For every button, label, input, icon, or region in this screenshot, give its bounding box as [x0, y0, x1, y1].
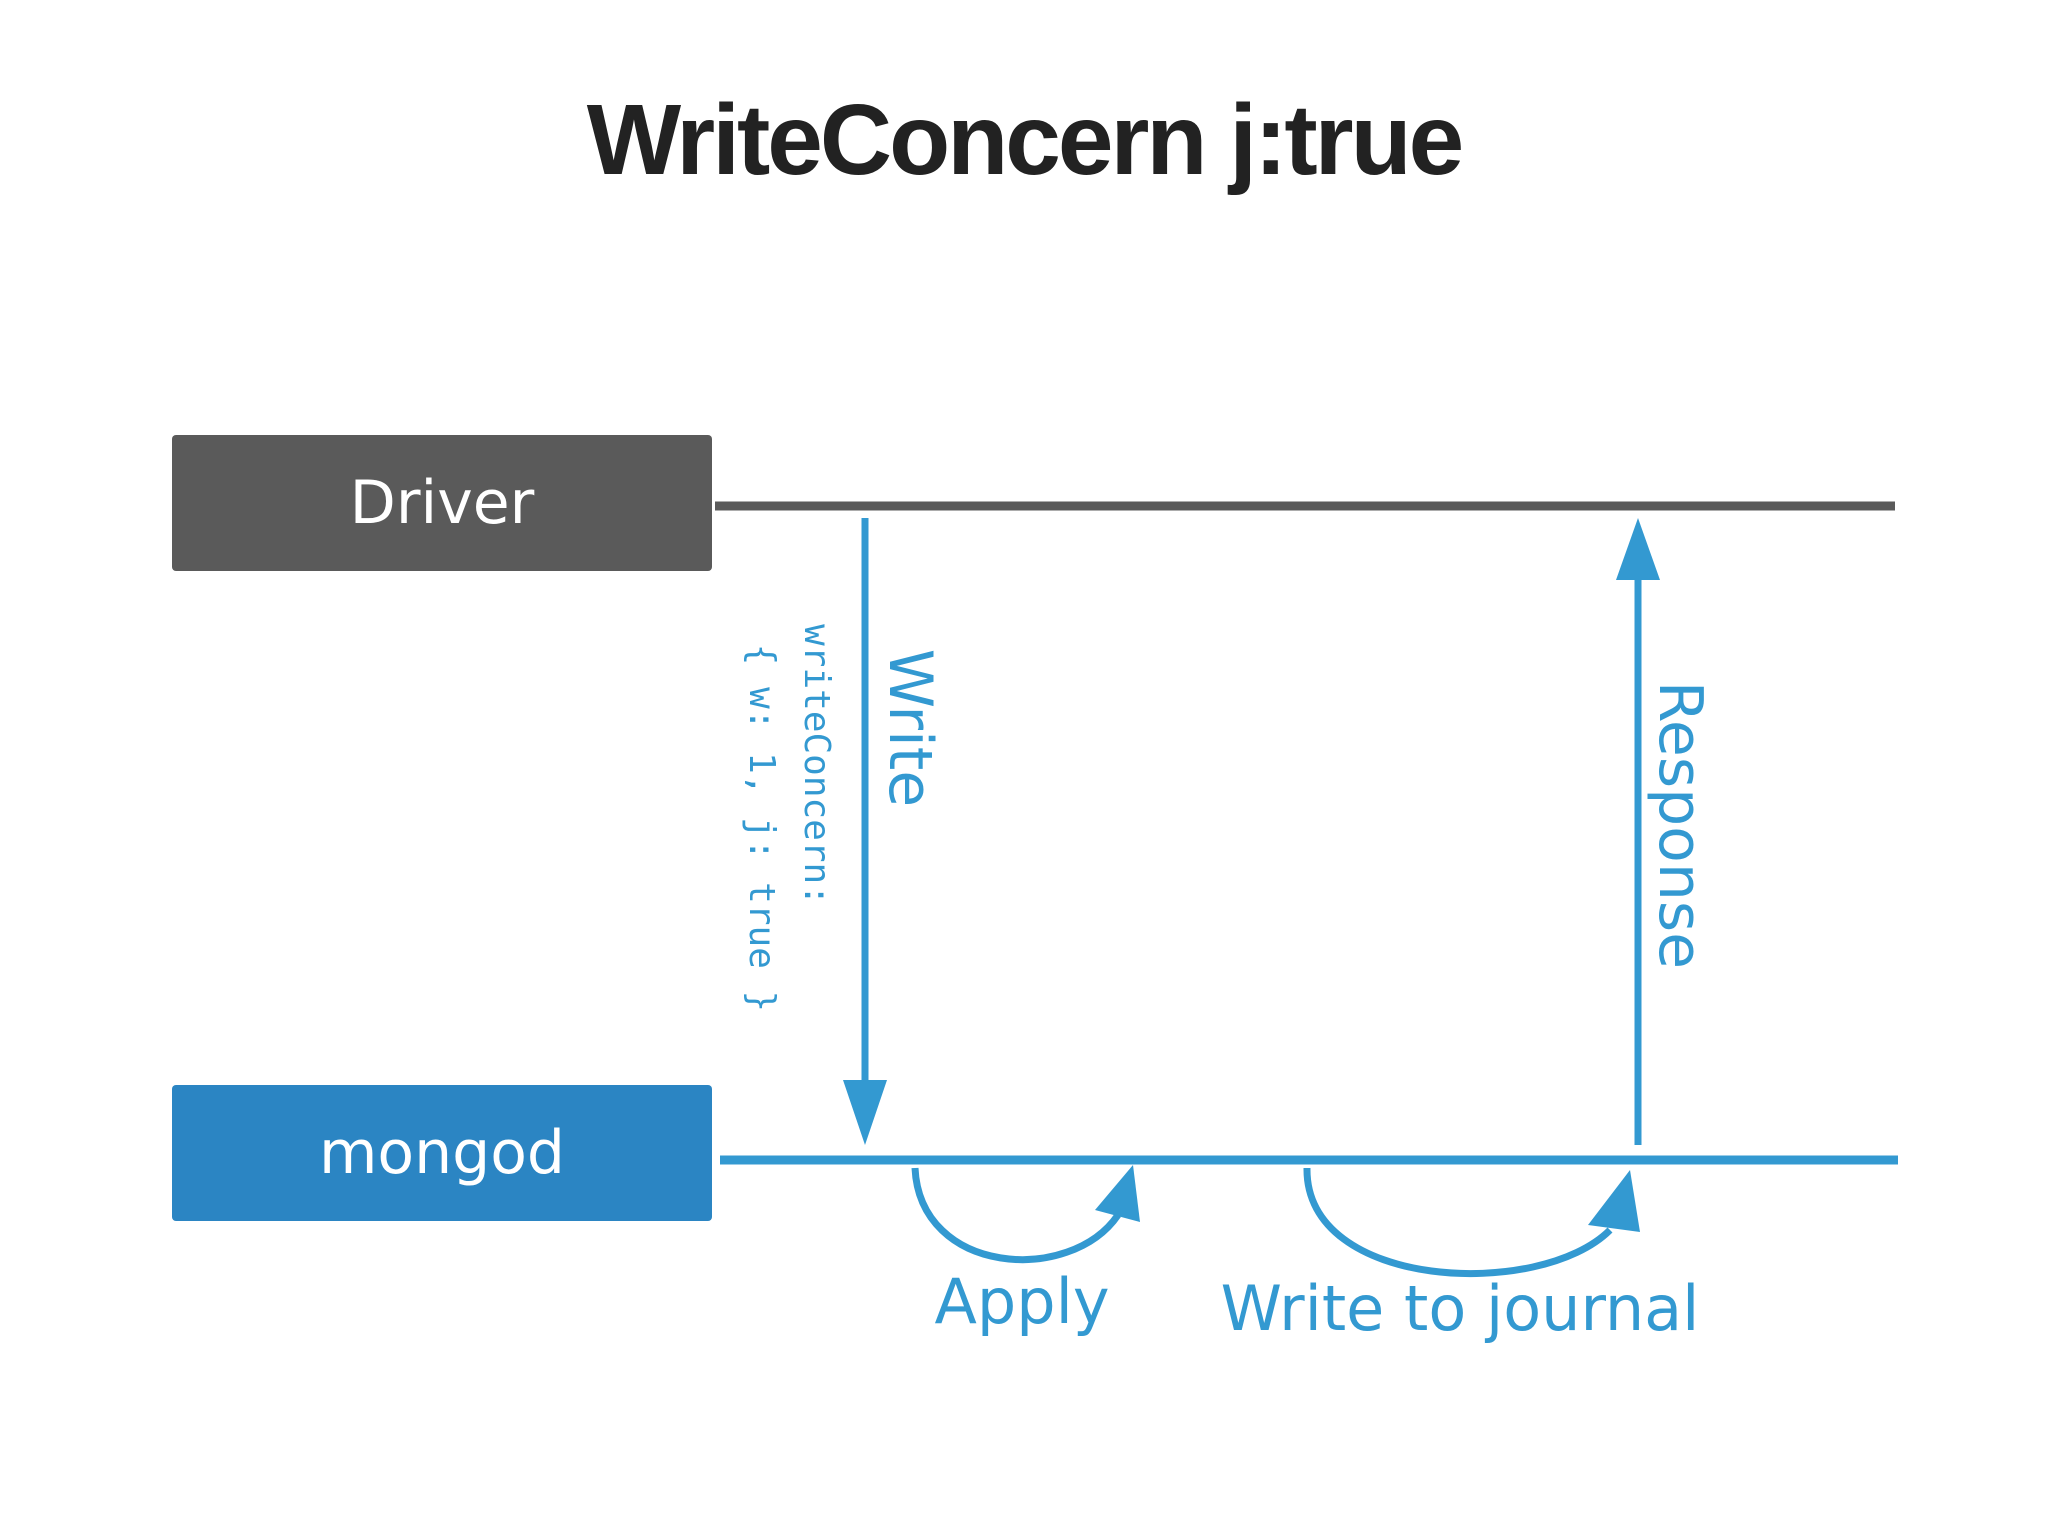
write-concern-value: { w: 1, j: true }	[741, 644, 782, 1012]
response-label: Response	[1645, 681, 1715, 969]
write-arrow-head	[843, 1080, 887, 1145]
apply-arrow	[911, 1167, 1121, 1264]
apply-arrow-head	[1095, 1165, 1140, 1222]
page-title: WriteConcern j:true	[586, 84, 1465, 196]
driver-label: Driver	[349, 468, 535, 538]
mongod-label: mongod	[318, 1118, 566, 1188]
journal-arrow	[1303, 1167, 1613, 1278]
write-to-journal-label: Write to journal	[1221, 1272, 1700, 1345]
apply-label: Apply	[934, 1265, 1109, 1338]
write-label: Write	[875, 649, 945, 807]
response-arrow-head	[1616, 518, 1660, 580]
mongod-node: mongod	[172, 1085, 712, 1221]
driver-node: Driver	[172, 435, 712, 571]
write-concern-label: writeConcern:	[796, 624, 837, 906]
journal-arrow-head	[1588, 1170, 1640, 1232]
